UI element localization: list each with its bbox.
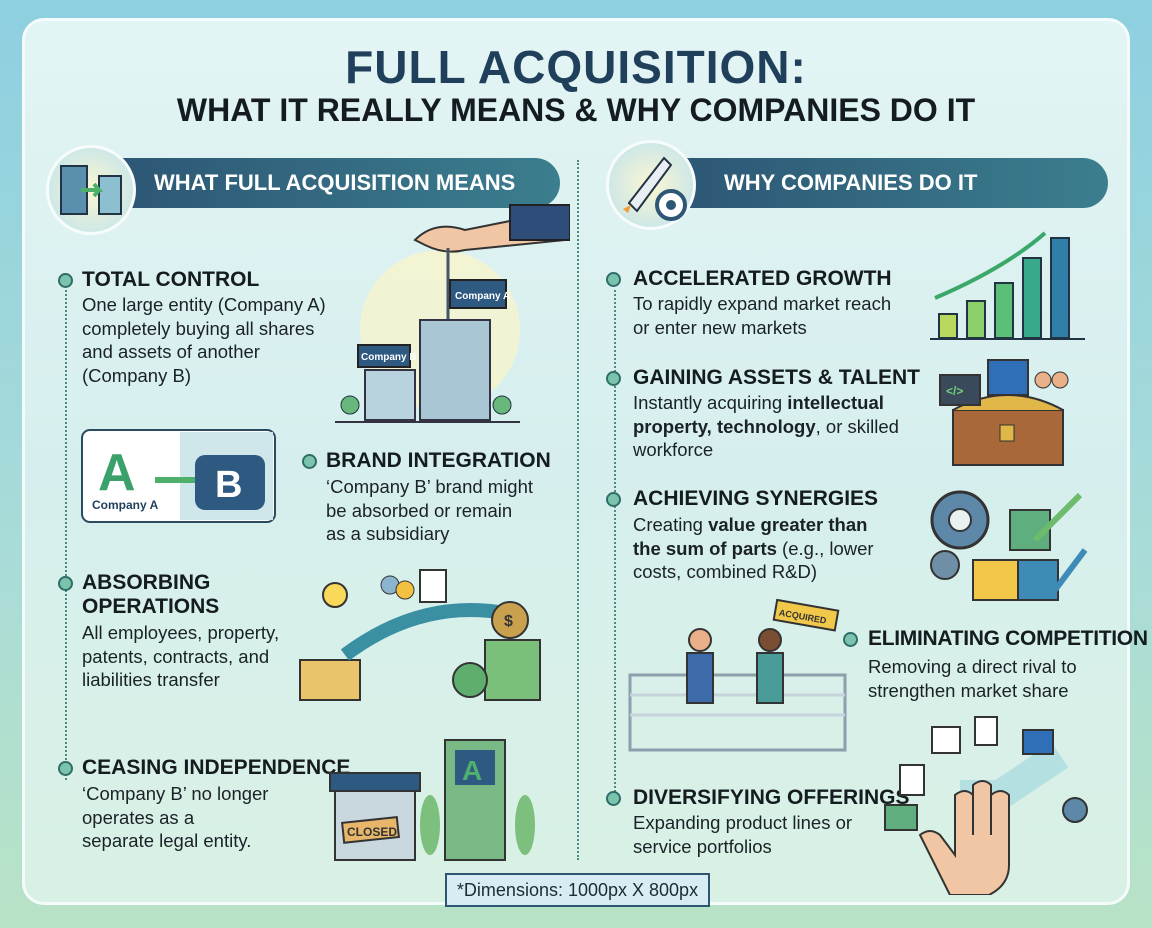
item-body: Expanding product lines or service portf… [633, 811, 852, 858]
title-line: ABSORBING [82, 571, 211, 594]
bullet-dot [58, 576, 73, 591]
body-line: All employees, property, [82, 622, 280, 643]
item-title: BRAND INTEGRATION [326, 449, 551, 472]
body-line: Creating value greater than [633, 514, 868, 535]
body-line: To rapidly expand market reach [633, 293, 892, 314]
bullet-dot [58, 273, 73, 288]
hand-with-service-icons-illustration [884, 716, 1088, 895]
svg-text:Company A: Company A [455, 291, 510, 302]
bullet-dot [606, 791, 621, 806]
bullet-dot [606, 272, 621, 287]
body-line: Removing a direct rival to [868, 656, 1077, 677]
body-line: completely buying all shares [82, 317, 315, 339]
body-line: liabilities transfer [82, 669, 220, 690]
body-line: be absorbed or remain [326, 499, 513, 521]
growth-bar-chart-illustration [930, 231, 1085, 340]
body-line: service portfolios [633, 835, 772, 857]
subtitle: WHAT IT REALLY MEANS & WHY COMPANIES DO … [176, 92, 976, 128]
body-line: and assets of another [82, 341, 260, 362]
item-body: All employees, property,patents, contrac… [82, 621, 279, 692]
bullet-dot [843, 632, 858, 647]
item-title: DIVERSIFYING OFFERINGS [633, 786, 910, 809]
body-line: workforce [633, 439, 714, 460]
svg-text:B: B [215, 464, 242, 506]
item-body: To rapidly expand market reach or enter … [633, 292, 891, 339]
body-line: ‘Company B’ brand might [326, 476, 534, 497]
item-body: Instantly acquiring intellectual propert… [633, 391, 899, 462]
treasure-chest-illustration: </> [939, 359, 1069, 466]
body-line: (Company B) [82, 364, 191, 386]
left-section-header: WHAT FULL ACQUISITION MEANS [120, 158, 560, 208]
svg-text:A: A [98, 444, 136, 502]
svg-text:CLOSED: CLOSED [347, 825, 397, 839]
svg-text:A: A [462, 755, 482, 786]
body-line: as a subsidiary [326, 523, 450, 544]
left-timeline [65, 290, 67, 780]
body-line: or enter new markets [633, 316, 807, 338]
body-line: separate legal entity. [82, 830, 252, 851]
bullet-dot [606, 371, 621, 386]
body-line: Instantly acquiring intellectual [633, 392, 884, 413]
body-line: strengthen market share [868, 679, 1069, 701]
item-body: Removing a direct rival to strengthen ma… [868, 655, 1077, 702]
body-line: the sum of parts (e.g., lower [633, 537, 874, 559]
bullet-dot [606, 492, 621, 507]
item-body: One large entity (Company A)completely b… [82, 293, 326, 387]
body-line: Expanding product lines or [633, 812, 853, 833]
item-title: CEASING INDEPENDENCE [82, 756, 351, 779]
section-divider [577, 160, 579, 860]
gears-puzzle-illustration [930, 490, 1088, 601]
bullet-dot [58, 761, 73, 776]
body-line: operates as a [82, 806, 195, 828]
merging-buildings-icon [46, 145, 136, 235]
right-timeline [614, 290, 616, 800]
item-title: ELIMINATING COMPETITION [868, 627, 1148, 650]
item-title: GAINING ASSETS & TALENT [633, 366, 921, 389]
hand-planting-flag-illustration: Company A Company B [335, 204, 570, 423]
item-title: ACHIEVING SYNERGIES [633, 487, 879, 510]
boxing-ring-illustration: ACQUIRED [628, 598, 847, 752]
title-line: OPERATIONS [82, 595, 220, 618]
item-title: TOTAL CONTROL [82, 268, 260, 291]
dimensions-footer-ribbon: *Dimensions: 1000px X 800px [445, 873, 710, 907]
assets-transfer-illustration: $ [299, 569, 541, 701]
main-title: FULL ACQUISITION: [345, 41, 807, 93]
bullet-dot [302, 454, 317, 469]
item-title: ACCELERATED GROWTH [633, 267, 892, 290]
svg-text:</>: </> [946, 384, 963, 398]
body-line: ‘Company B’ no longer [82, 783, 269, 804]
body-line: costs, combined R&D) [633, 561, 818, 582]
svg-text:Company B: Company B [361, 352, 417, 363]
body-line: property, technology, or skilled [633, 415, 899, 437]
body-line: patents, contracts, and [82, 645, 270, 667]
brand-merge-logo-illustration: A Company A B [81, 429, 276, 523]
closed-store-and-tower-illustration: CLOSED A [329, 739, 535, 861]
svg-text:Company A: Company A [92, 498, 159, 512]
svg-text:$: $ [504, 613, 513, 630]
body-line: One large entity (Company A) [82, 294, 326, 315]
right-section-header: WHY COMPANIES DO IT [680, 158, 1108, 208]
rocket-target-icon [606, 140, 696, 230]
item-body: Creating value greater than the sum of p… [633, 513, 874, 584]
